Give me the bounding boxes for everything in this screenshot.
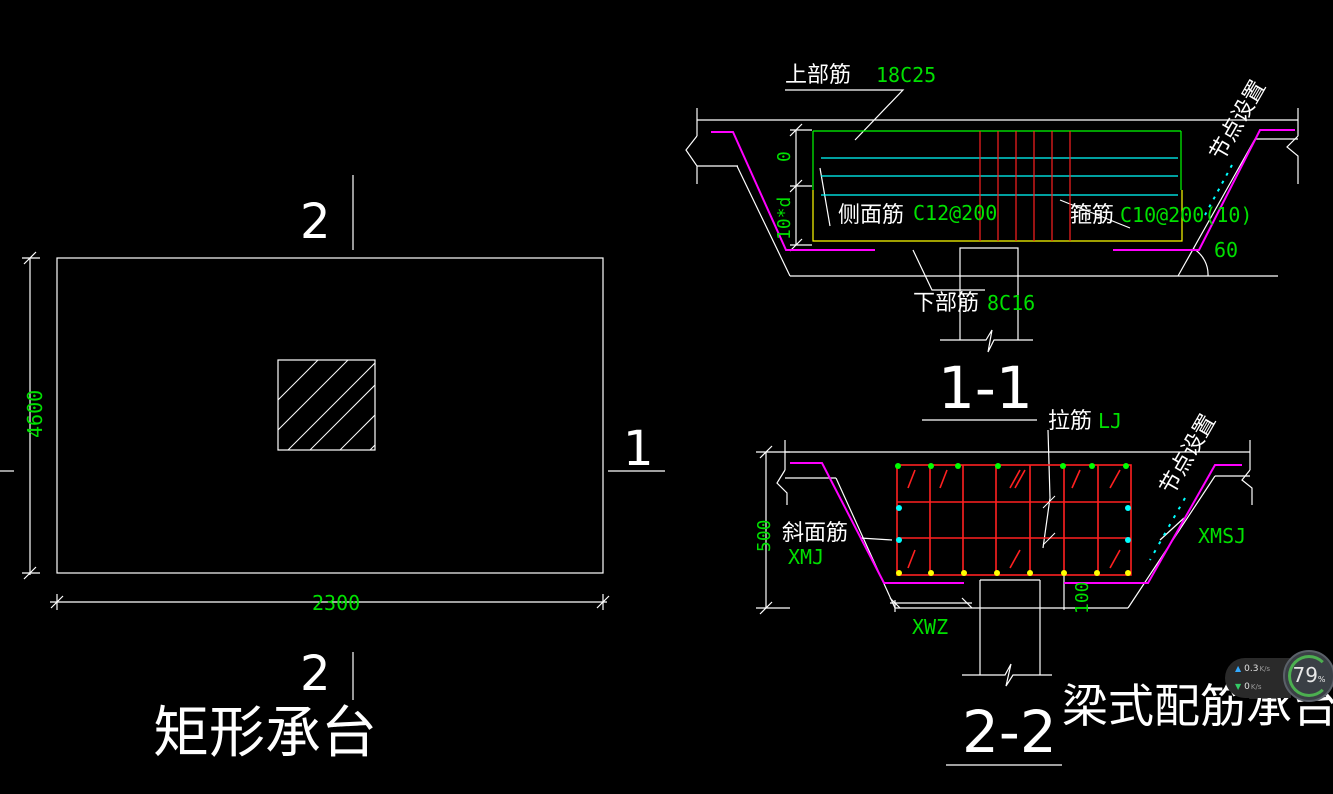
plan-title: 矩形承台	[153, 701, 377, 766]
s11-top-bar-label: 上部筋	[785, 63, 851, 88]
column-hatched	[277, 359, 376, 451]
s11-dim-zero: 0	[774, 151, 795, 162]
s11-bottom-bar-value: 8C16	[987, 291, 1035, 315]
cpu-percent: 79%	[1292, 663, 1326, 687]
s22-dim-500: 500	[754, 519, 775, 552]
plan-view	[0, 175, 665, 700]
section-2-2	[756, 429, 1253, 687]
cpu-gauge-ring	[1288, 655, 1330, 697]
network-rates-panel: ▲0.3K/s ▼0K/s	[1225, 658, 1291, 698]
s22-node-label: 节点设置	[1156, 410, 1222, 499]
s22-title: 2-2	[962, 698, 1057, 766]
s11-angle-value: 60	[1214, 238, 1238, 262]
s22-slope-bar-value: XMJ	[788, 545, 824, 569]
download-arrow-icon: ▼	[1235, 682, 1242, 691]
plan-height-dim-text: 4600	[23, 390, 47, 438]
plan-width-dim-text: 2300	[312, 591, 360, 615]
s22-dim-100: 100	[1072, 581, 1093, 614]
s22-tie-bar-label: 拉筋	[1048, 409, 1092, 434]
s11-title: 1-1	[938, 354, 1033, 422]
s11-stirrup-label: 箍筋	[1070, 203, 1114, 228]
column-hatch-lines	[278, 360, 375, 450]
upload-rate: ▲0.3K/s	[1235, 664, 1271, 674]
s22-tie-bar-value: LJ	[1098, 409, 1122, 433]
s11-side-bar-label: 侧面筋	[838, 203, 904, 228]
plan-section-mark-top: 2	[300, 194, 331, 250]
cpu-gauge[interactable]: 79%	[1283, 650, 1333, 702]
s22-slope-side-value: XMSJ	[1198, 524, 1246, 548]
s11-bottom-bar-label: 下部筋	[913, 291, 979, 316]
upload-arrow-icon: ▲	[1235, 664, 1242, 673]
plan-section-mark-bottom: 2	[300, 646, 331, 702]
s11-stirrup-value: C10@200(10)	[1120, 203, 1252, 227]
s11-top-bar-value: 18C25	[876, 63, 936, 87]
s11-node-label: 节点设置	[1206, 76, 1272, 165]
download-rate: ▼0K/s	[1235, 682, 1262, 692]
s22-rebar-dots	[895, 463, 1131, 576]
plan-section-mark-right: 1	[623, 421, 654, 477]
s11-side-bar-value: C12@200	[913, 201, 997, 225]
s22-slope-bar-label: 斜面筋	[782, 521, 848, 546]
network-speed-widget[interactable]: ▲0.3K/s ▼0K/s 79%	[1225, 650, 1333, 710]
pile-cap-outline	[56, 257, 604, 574]
s22-xwz-value: XWZ	[912, 615, 948, 639]
s11-dim-10d: 10*d	[774, 197, 795, 240]
section-1-1	[685, 89, 1299, 353]
